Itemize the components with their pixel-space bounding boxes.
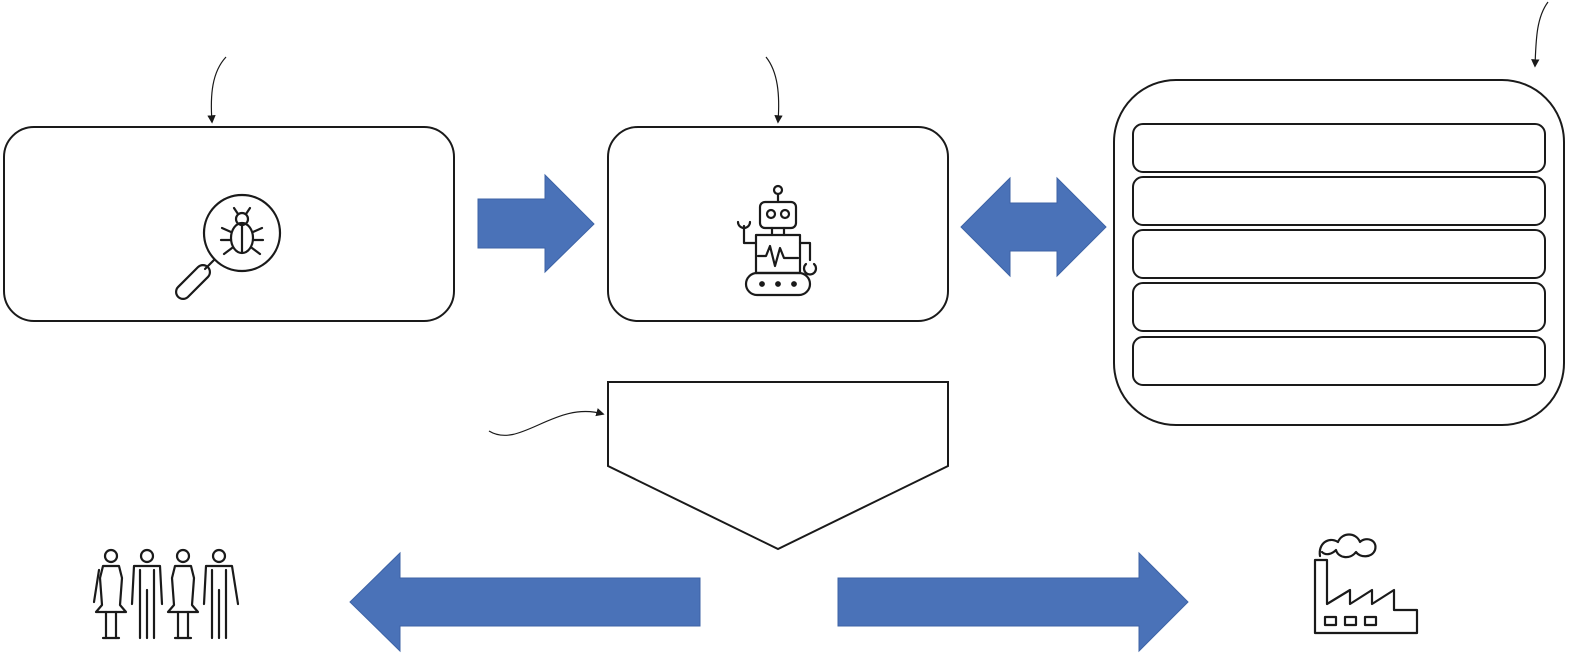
storage-row: [1132, 123, 1546, 173]
arrow-right-detection-to-robot: [477, 173, 595, 274]
storage-rows: [1132, 123, 1546, 386]
storage-row: [1132, 282, 1546, 332]
arrow-left-to-people: [349, 551, 701, 653]
connector-to-detection-box: [207, 56, 227, 124]
detection-box: [3, 126, 455, 322]
output-pentagon: [607, 381, 949, 551]
connector-to-pentagon: [488, 408, 605, 436]
storage-row: [1132, 336, 1546, 386]
robot-icon: [736, 184, 818, 297]
storage-row: [1132, 176, 1546, 226]
robot-box: [607, 126, 949, 322]
people-group-icon: [92, 548, 240, 640]
bug-magnifier-icon: [175, 193, 282, 300]
arrow-bidirectional-robot-storage: [960, 176, 1107, 278]
connector-to-storage-box: [1531, 1, 1549, 68]
connector-to-robot-box: [765, 56, 783, 124]
arrow-right-to-factory: [837, 551, 1189, 653]
factory-icon: [1313, 533, 1419, 635]
storage-row: [1132, 229, 1546, 279]
